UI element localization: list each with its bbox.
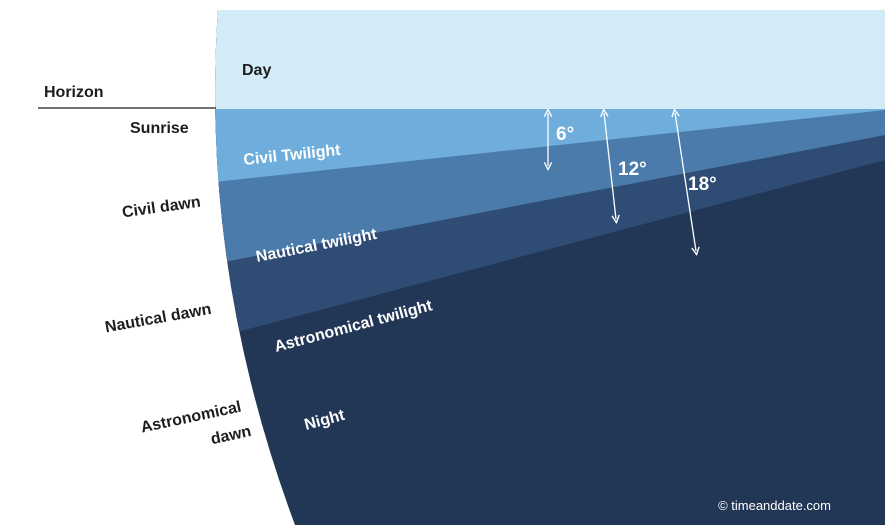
angle-18-label: 18° xyxy=(688,174,717,195)
angle-12-arrow xyxy=(604,113,616,219)
credit-text: © timeanddate.com xyxy=(718,498,831,513)
angle-6-label: 6° xyxy=(556,124,574,145)
nautical-dawn-label: Nautical dawn xyxy=(104,301,213,336)
astronomical-dawn-label-line2: dawn xyxy=(209,423,253,448)
day-band xyxy=(215,10,885,109)
angle-18-arrow xyxy=(675,113,696,251)
day-label: Day xyxy=(242,62,271,79)
sunrise-label: Sunrise xyxy=(130,120,189,137)
horizon-label: Horizon xyxy=(44,84,104,101)
civil-dawn-label: Civil dawn xyxy=(121,194,202,222)
angle-12-label: 12° xyxy=(618,159,647,180)
